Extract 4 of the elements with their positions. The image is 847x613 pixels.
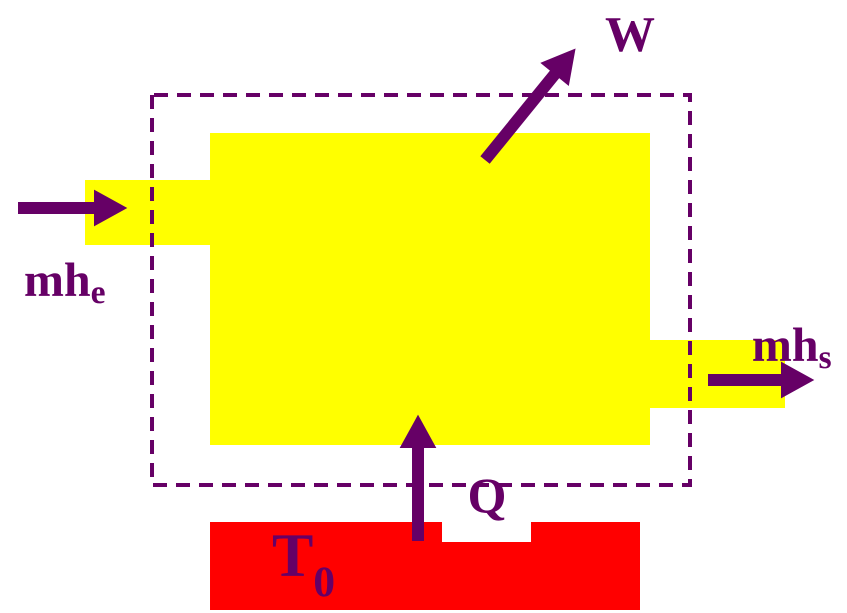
- edge-label: mh$_{e}$: [25, 262, 105, 304]
- edge-label: mh$_{s}$: [753, 328, 831, 368]
- heat-reservoir: T$_{0}$: [210, 520, 640, 610]
- edge-label: W: [606, 18, 654, 52]
